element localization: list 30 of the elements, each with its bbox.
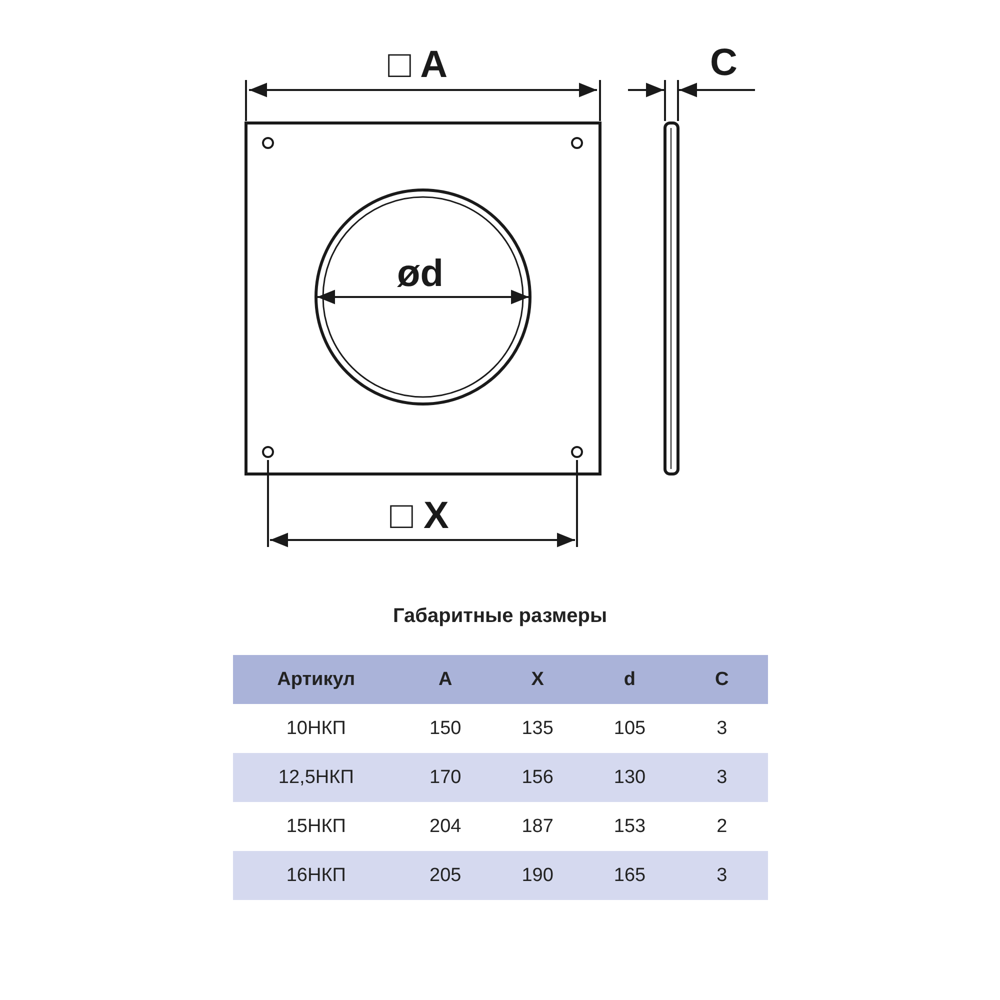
table-cell: 3 — [676, 851, 768, 900]
table-cell: 15НКП — [233, 802, 400, 851]
table-cell: 204 — [399, 802, 492, 851]
table-cell: 105 — [584, 704, 676, 753]
header-cell: d — [584, 655, 676, 704]
table-cell: 135 — [491, 704, 584, 753]
header-cell: Артикул — [233, 655, 400, 704]
table-cell: 2 — [676, 802, 768, 851]
table-title: Габаритные размеры — [392, 605, 608, 628]
table-cell: 187 — [491, 802, 584, 851]
table-cell: 3 — [676, 704, 768, 753]
table-cell: 156 — [491, 753, 584, 802]
table-cell: 3 — [676, 753, 768, 802]
dimension-label: ød — [397, 255, 444, 293]
table-cell: 190 — [491, 851, 584, 900]
header-cell: A — [399, 655, 492, 704]
dimension-label: □ A — [388, 46, 448, 84]
table-cell: 130 — [584, 753, 676, 802]
dimension-label: □ X — [390, 497, 449, 535]
table-cell: 165 — [584, 851, 676, 900]
table-cell: 16НКП — [233, 851, 400, 900]
header-cell: X — [491, 655, 584, 704]
dimension-label: C — [710, 44, 738, 82]
table-cell: 150 — [399, 704, 492, 753]
table-cell: 205 — [399, 851, 492, 900]
table-cell: 170 — [399, 753, 492, 802]
table-cell: 10НКП — [233, 704, 400, 753]
table-cell: 12,5НКП — [233, 753, 400, 802]
table-cell: 153 — [584, 802, 676, 851]
header-cell: C — [676, 655, 768, 704]
